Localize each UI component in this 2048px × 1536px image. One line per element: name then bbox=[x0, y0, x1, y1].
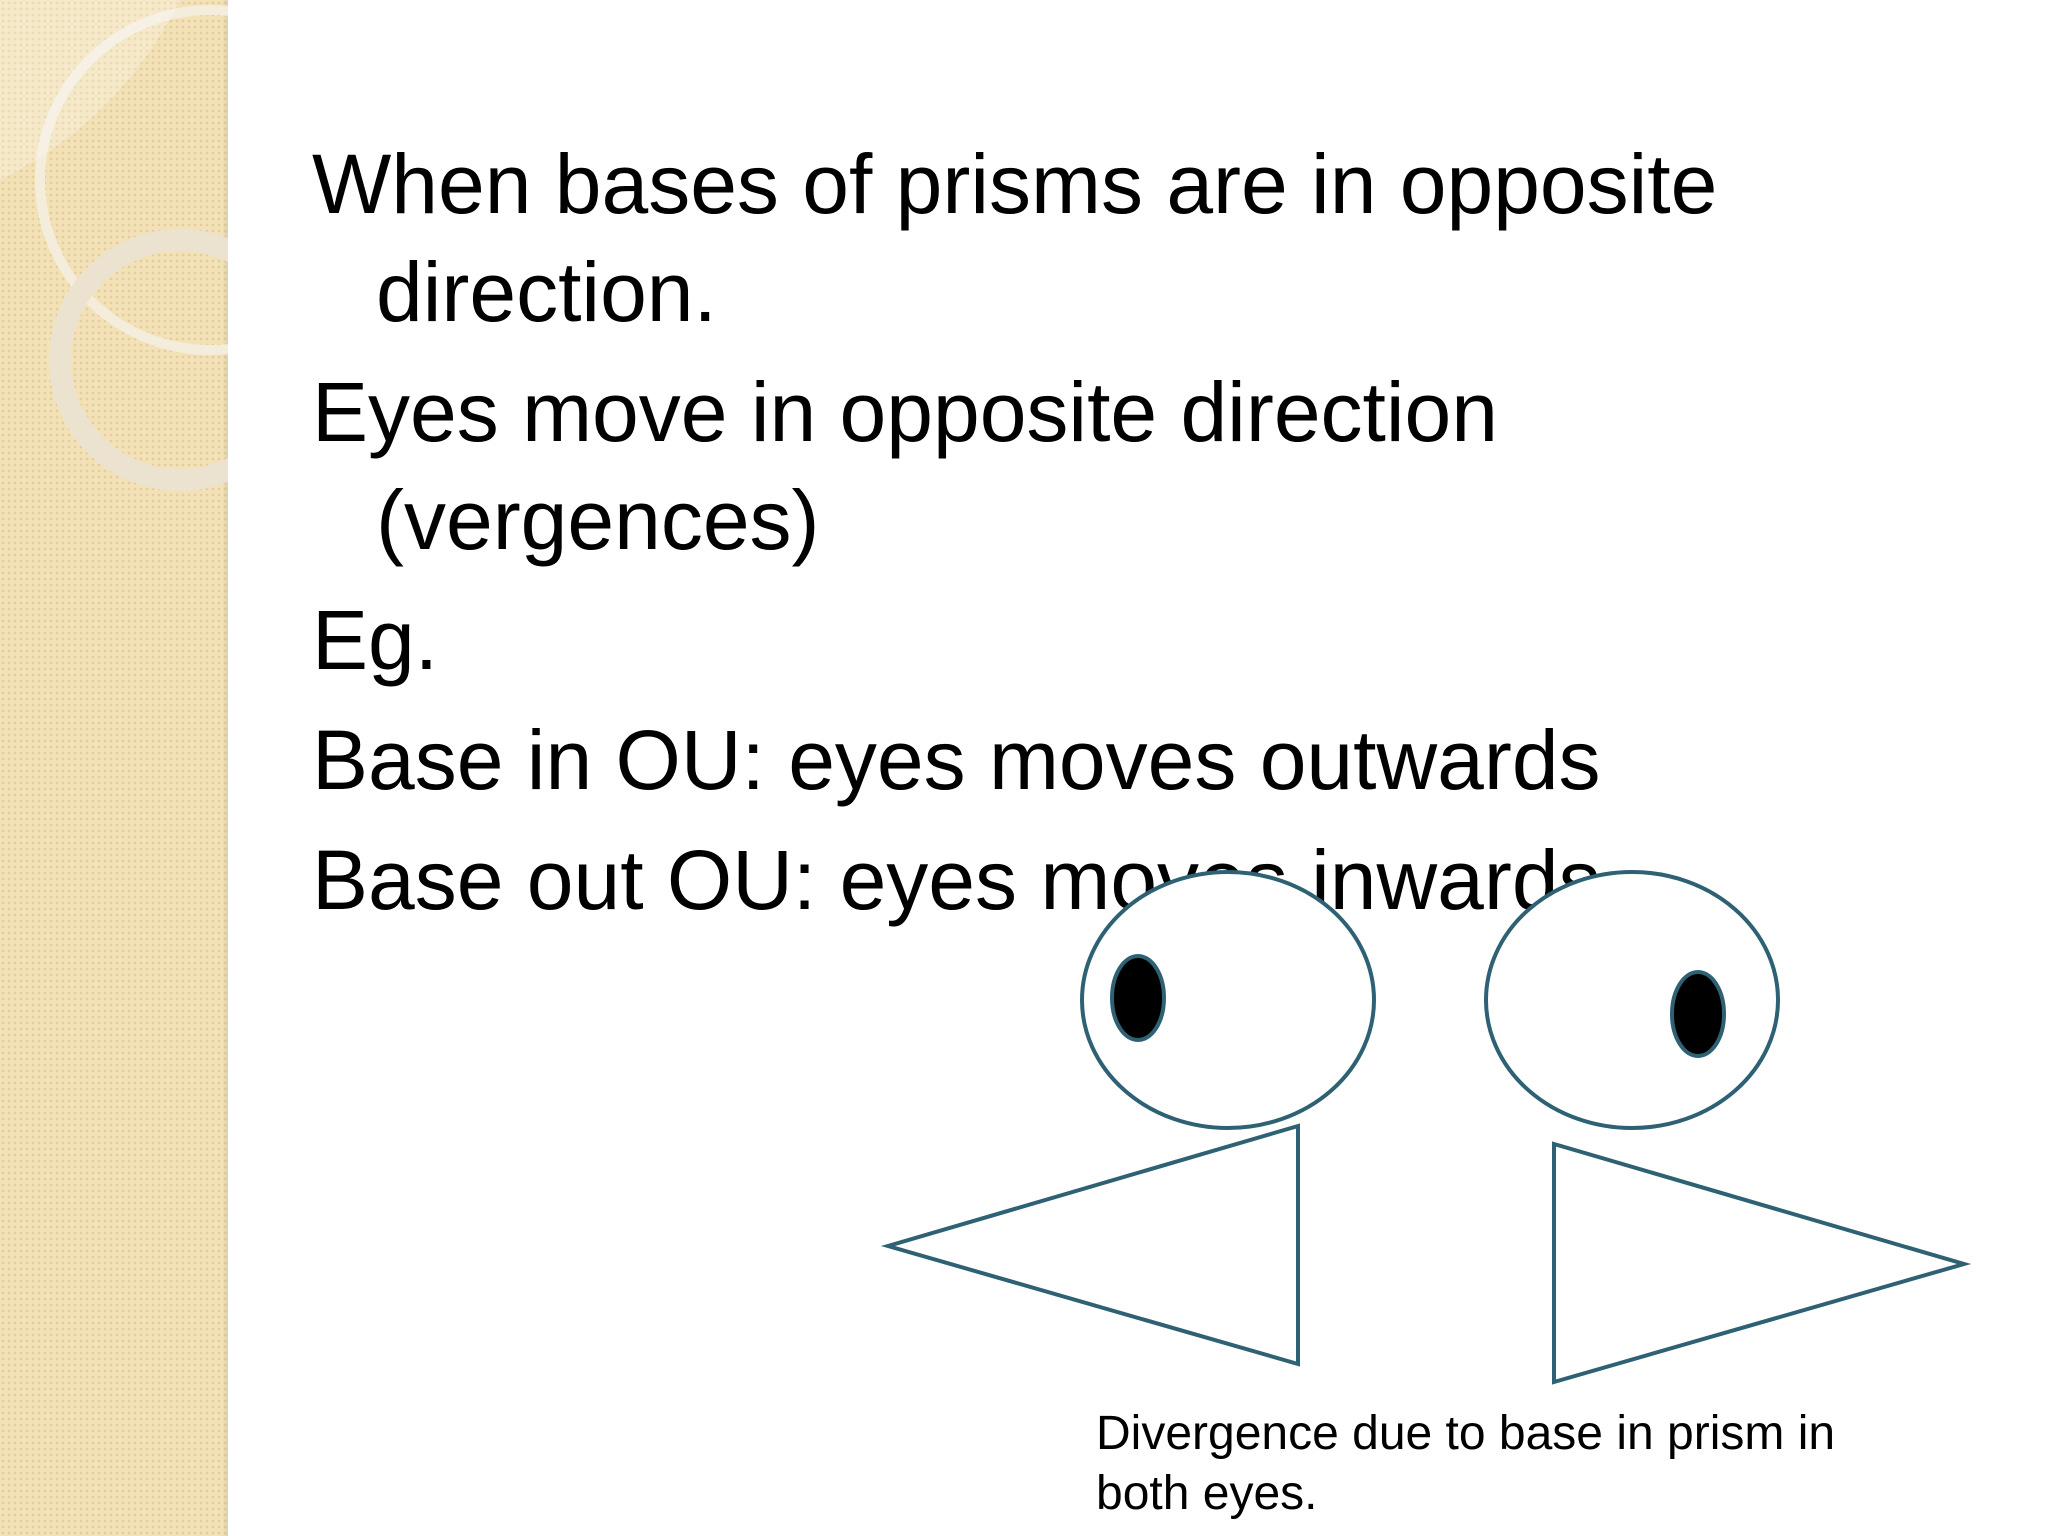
bullet-item: When bases of prisms are in opposite dir… bbox=[312, 137, 1718, 339]
left-prism bbox=[880, 1123, 1300, 1367]
left-pupil bbox=[1110, 954, 1166, 1042]
bullet-item: Base in OU: eyes moves outwards bbox=[312, 713, 1601, 807]
bullet-item: Eyes move in opposite direction (vergenc… bbox=[312, 365, 1498, 567]
right-eye bbox=[1484, 870, 1780, 1130]
right-prism bbox=[1552, 1141, 1972, 1385]
bullet-list: When bases of prisms are in opposite dir… bbox=[312, 130, 1962, 946]
decorative-rings bbox=[0, 0, 228, 491]
figure-caption: Divergence due to base in prism in both … bbox=[1096, 1407, 1836, 1520]
left-eye bbox=[1080, 870, 1376, 1130]
decorative-ring-small bbox=[49, 229, 228, 491]
bullet-item: Base out OU: eyes moves inwards bbox=[312, 833, 1601, 927]
decorative-ring-large bbox=[35, 5, 228, 355]
bullet-item: Eg. bbox=[312, 593, 439, 687]
right-pupil bbox=[1670, 970, 1726, 1058]
